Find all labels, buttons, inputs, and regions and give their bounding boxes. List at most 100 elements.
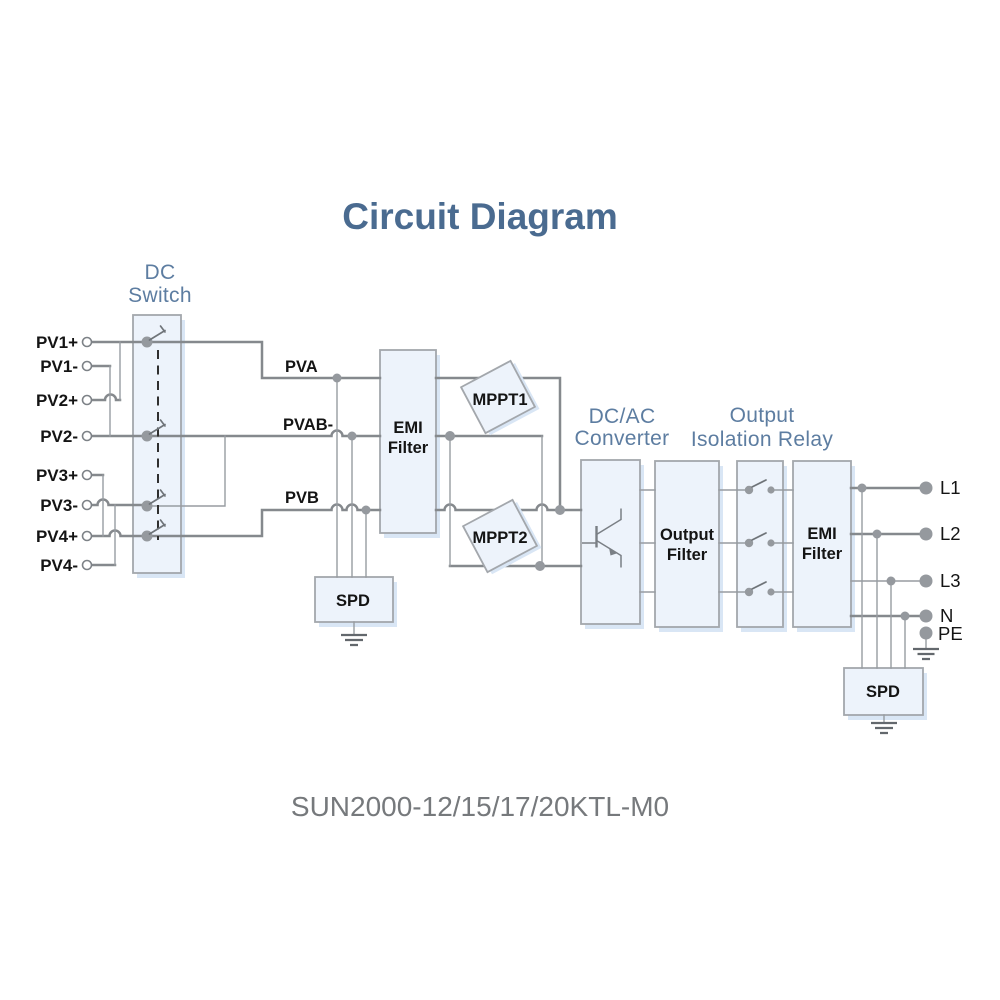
emi-filter-dc-label-line2: Filter (388, 439, 429, 457)
terminal-pv2-minus (81, 430, 93, 442)
ground-spd-ac (871, 721, 897, 735)
relay-pole-1 (744, 485, 754, 495)
relay-blade-1 (751, 479, 767, 488)
mppt2-label: MPPT2 (472, 529, 527, 547)
pv1-plus-label: PV1+ (36, 333, 78, 352)
relay-pole-3 (744, 587, 754, 597)
pv4-plus-label: PV4+ (36, 527, 78, 546)
terminal-n (919, 609, 933, 623)
wire-pvab-drops (449, 435, 543, 567)
terminal-pv1-minus (81, 360, 93, 372)
relay-blade-2 (751, 532, 767, 541)
terminal-pv4-plus (81, 530, 93, 542)
terminal-pv1-plus (81, 336, 93, 348)
ground-pe (913, 647, 939, 661)
net-label-pvb: PVB (285, 489, 319, 507)
output-filter-label-line1: Output (660, 526, 715, 544)
net-label-pvab: PVAB- (283, 416, 333, 434)
wire-relay-internal (736, 489, 784, 593)
emi-filter-dc-block (379, 349, 437, 534)
switch-pole-2 (141, 430, 153, 442)
emi-filter-dc-label-line1: EMI (393, 419, 422, 437)
dc-switch-blades (148, 325, 166, 535)
wire-pvb-left (145, 503, 382, 538)
terminal-l2 (919, 527, 933, 541)
ac-terminal-circles (919, 481, 933, 640)
junction-dots (332, 373, 910, 621)
emi-filter-ac-label-line2: Filter (802, 545, 843, 563)
junction-pvab-split (445, 431, 455, 441)
relay-contact-1 (767, 486, 775, 494)
switch-blade-4 (148, 519, 166, 535)
wire-relay-to-emi (782, 489, 794, 593)
pv4-minus-label: PV4- (40, 556, 78, 575)
relay-blade-3 (751, 581, 767, 590)
blocks (132, 314, 927, 720)
terminal-l1 (919, 481, 933, 495)
wire-filter-to-relay (718, 489, 738, 593)
l2-label: L2 (940, 523, 961, 544)
pv3-plus-label: PV3+ (36, 466, 78, 485)
transistor-emitter (596, 539, 622, 568)
junction-pvab-spd (347, 431, 357, 441)
wire-spd-dc-drops (336, 377, 367, 578)
mppt1-group (459, 359, 540, 436)
dc-switch-label-line1: DC (145, 261, 176, 284)
mppt1-block (459, 359, 537, 435)
pe-label: PE (938, 623, 963, 644)
junction-bus-plus (555, 505, 565, 515)
spd-ac-block (843, 667, 924, 716)
junction-pvb-spd (361, 505, 371, 515)
terminal-pv4-minus (81, 559, 93, 571)
relay-contact-2 (767, 539, 775, 547)
converter-label-line1: DC/AC (589, 405, 656, 428)
n-label: N (940, 605, 953, 626)
relay-internals (744, 479, 775, 597)
transistor-emitter-arrow (609, 547, 618, 556)
labels: DC Switch DC/AC Converter Output Isolati… (36, 261, 963, 701)
l3-label: L3 (940, 570, 961, 591)
pv2-minus-label: PV2- (40, 427, 78, 446)
pv-terminal-circles (81, 336, 93, 571)
junction-l3-spd (886, 576, 896, 586)
pv1-minus-label: PV1- (40, 357, 78, 376)
junction-l2-spd (872, 529, 882, 539)
relay-block (736, 460, 784, 628)
junction-bus-minus (535, 561, 545, 571)
junction-l1-spd (857, 483, 867, 493)
wires-branch (102, 341, 927, 724)
wire-switch3-link (146, 435, 226, 507)
terminal-l3 (919, 574, 933, 588)
junction-n-spd (900, 611, 910, 621)
emi-filter-ac-label-line1: EMI (807, 525, 836, 543)
switch-pole-4 (141, 530, 153, 542)
junction-pva-spd (332, 373, 342, 383)
switch-blade-2 (148, 419, 166, 435)
l1-label: L1 (940, 477, 961, 498)
dc-switch-label-line2: Switch (128, 284, 192, 307)
switch-pole-1 (141, 336, 153, 348)
spd-dc-label: SPD (336, 592, 370, 610)
transistor-collector (596, 508, 622, 536)
mppt2-block (461, 498, 539, 574)
pv2-plus-label: PV2+ (36, 391, 78, 410)
switch-blade-3 (148, 489, 166, 505)
relay-contact-3 (767, 588, 775, 596)
output-filter-label-line2: Filter (667, 546, 708, 564)
model-label: SUN2000-12/15/17/20KTL-M0 (291, 791, 669, 822)
net-label-pva: PVA (285, 358, 318, 376)
relay-pole-2 (744, 538, 754, 548)
mppt2-group (461, 498, 542, 575)
ground-spd-dc (341, 633, 367, 647)
wire-spd-ac-drops (861, 487, 906, 669)
pv3-minus-label: PV3- (40, 496, 78, 515)
transistor-icon (582, 508, 622, 568)
terminal-pv3-minus (81, 499, 93, 511)
converter-label-line2: Converter (575, 427, 670, 450)
converter-block (580, 459, 641, 625)
terminal-pe (919, 626, 933, 640)
terminal-pv3-plus (81, 469, 93, 481)
terminal-pv2-plus (81, 394, 93, 406)
